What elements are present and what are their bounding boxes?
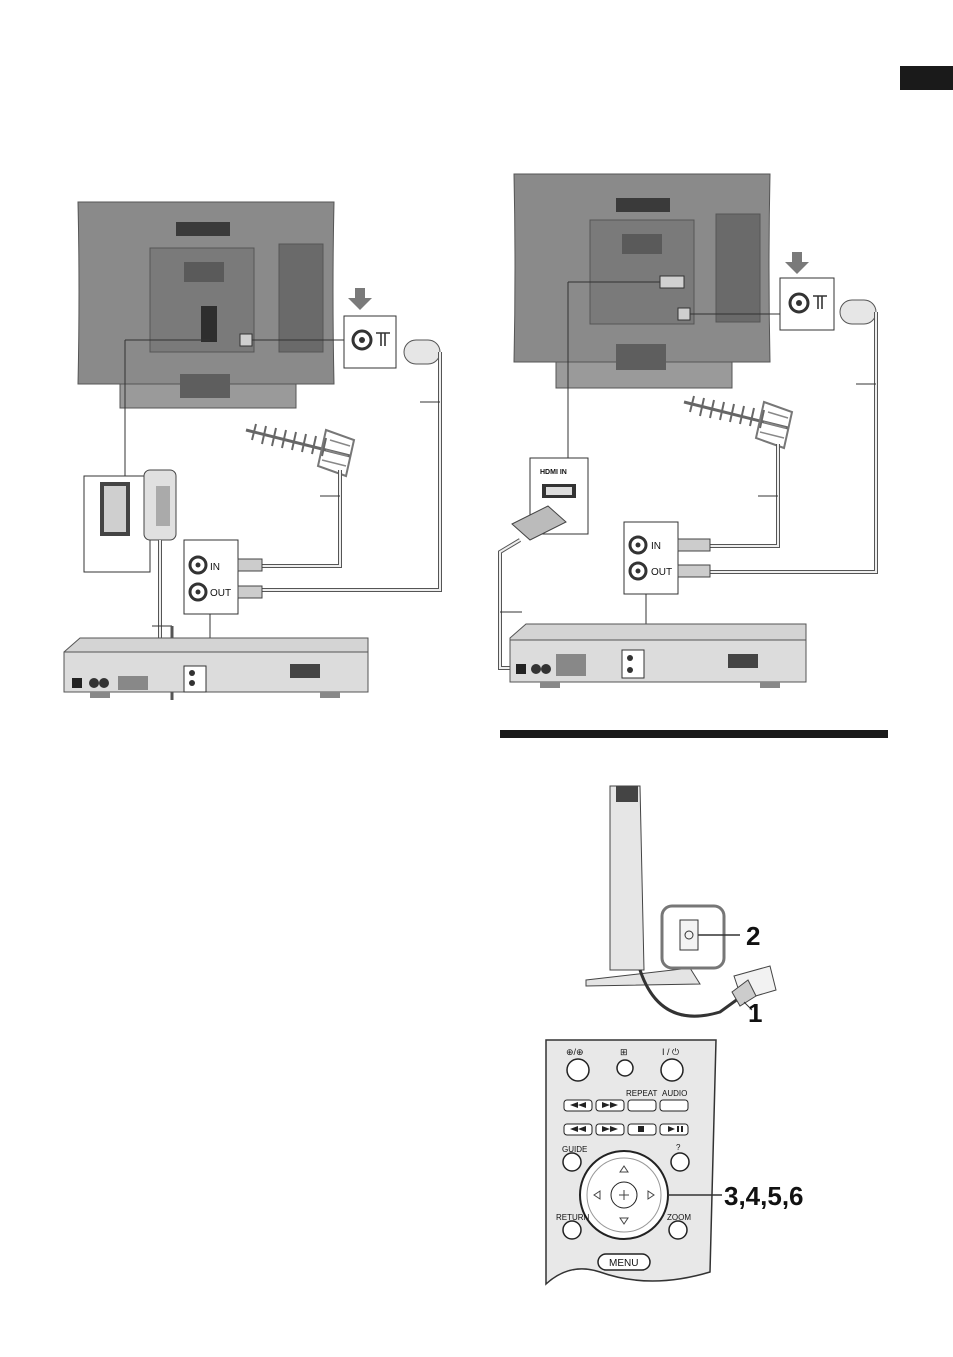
- language-tab: [900, 66, 953, 90]
- down-arrow-icon: [785, 252, 809, 274]
- power-connection-figure: 2 1: [586, 786, 776, 1028]
- info-button[interactable]: [671, 1153, 689, 1171]
- play-pause-button[interactable]: [660, 1124, 688, 1135]
- down-arrow-icon: [348, 288, 372, 310]
- help-label: ?: [676, 1143, 681, 1152]
- callout-3456: 3,4,5,6: [724, 1181, 804, 1211]
- out-label: OUT: [210, 588, 231, 599]
- remote-control: ⊕/⊕ ⊞ I / ⏻ REPEAT AUDIO GUIDE ?: [546, 1040, 804, 1284]
- repeat-label: REPEAT: [626, 1089, 658, 1098]
- in-label: IN: [210, 562, 220, 573]
- out-label: OUT: [651, 567, 672, 578]
- guide-button[interactable]: [563, 1153, 581, 1171]
- repeat-button[interactable]: [628, 1100, 656, 1111]
- hdmi-label: HDMI IN: [540, 469, 567, 476]
- menu-label: MENU: [609, 1258, 638, 1269]
- return-button[interactable]: [563, 1221, 581, 1239]
- antenna-icon: [684, 396, 792, 448]
- in-label: IN: [651, 541, 661, 552]
- section-heading-bar: [500, 730, 888, 738]
- audio-button[interactable]: [660, 1100, 688, 1111]
- zoom-button[interactable]: [669, 1221, 687, 1239]
- hdmi-connection-figure: IN OUT HDMI IN: [500, 174, 876, 688]
- scart-connection-figure: IN OUT: [64, 202, 440, 700]
- svg-text:⊕/⊕: ⊕/⊕: [566, 1047, 584, 1057]
- svg-text:I / ⏻: I / ⏻: [662, 1047, 679, 1057]
- callout-2: 2: [746, 921, 760, 951]
- antenna-icon: [246, 424, 354, 476]
- audio-label: AUDIO: [662, 1089, 687, 1098]
- callout-1: 1: [748, 998, 762, 1028]
- svg-text:⊞: ⊞: [620, 1047, 628, 1057]
